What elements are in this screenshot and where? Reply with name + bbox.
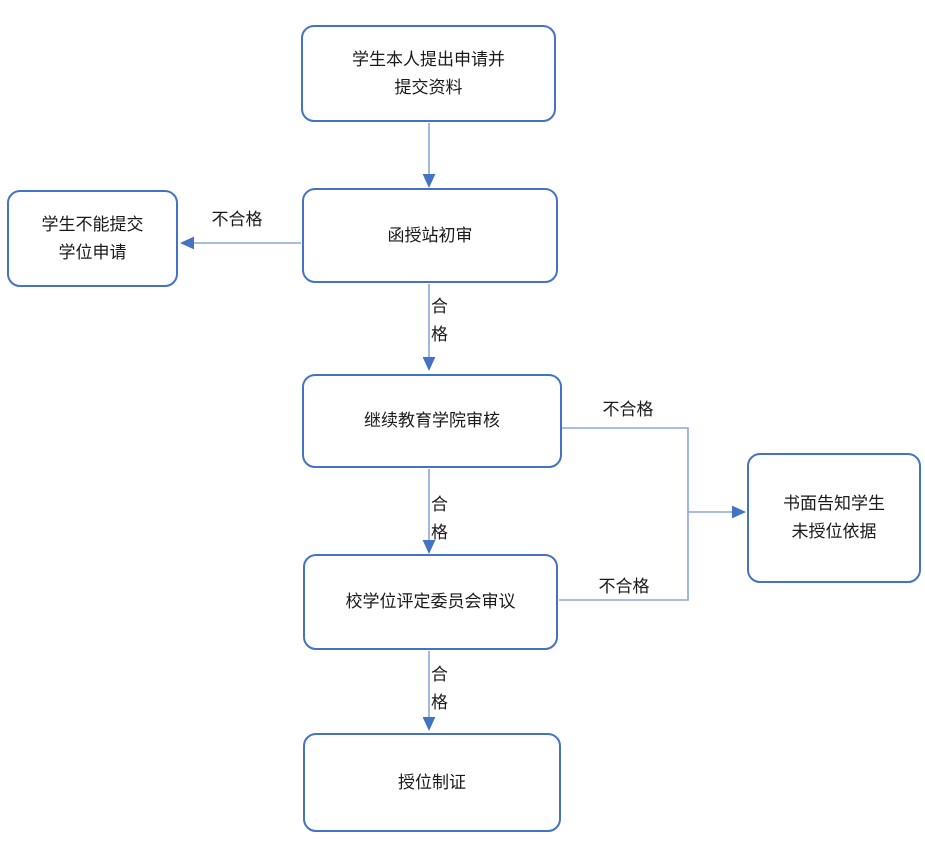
edge-label-committee-pass: 合 格 — [431, 665, 448, 712]
node-certify: 授位制证 — [303, 733, 561, 832]
edge-to-notify — [688, 505, 746, 519]
edge-label-committee-fail: 不合格 — [598, 577, 650, 596]
edge-apply-to-station — [422, 123, 436, 188]
node-committee-review: 校学位评定委员会审议 — [303, 554, 558, 650]
edge-label-station-fail: 不合格 — [211, 210, 263, 229]
edge-station-to-cannot-submit — [180, 236, 301, 250]
node-apply: 学生本人提出申请并 提交资料 — [301, 25, 556, 122]
edge-label-college-pass: 合 格 — [431, 495, 448, 542]
node-college-review: 继续教育学院审核 — [302, 374, 562, 468]
node-cannot-submit: 学生不能提交 学位申请 — [7, 190, 178, 287]
edge-label-station-pass: 合 格 — [431, 297, 448, 344]
node-station-review: 函授站初审 — [302, 188, 558, 283]
node-notify-reason: 书面告知学生 未授位依据 — [747, 453, 921, 583]
edge-label-college-fail: 不合格 — [602, 400, 654, 419]
